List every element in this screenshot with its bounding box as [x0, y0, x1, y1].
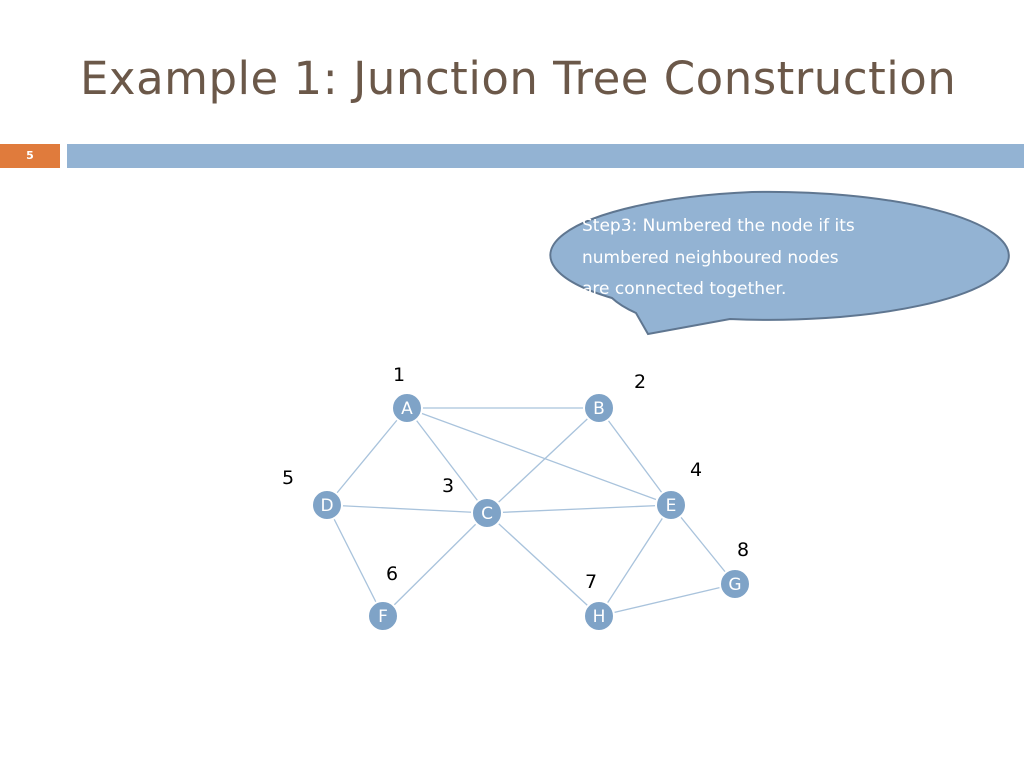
- node-label: H: [593, 607, 606, 627]
- edge-e-h: [598, 504, 672, 617]
- node-circle: [391, 392, 423, 424]
- order-label-h: 7: [585, 571, 597, 593]
- node-e: E: [655, 489, 687, 521]
- slide-title: Example 1: Junction Tree Construction: [80, 52, 957, 105]
- edge-b-e: [598, 407, 672, 506]
- order-label-g: 8: [737, 539, 749, 561]
- edge-c-h: [486, 512, 600, 617]
- node-circle: [471, 497, 503, 529]
- node-g: G: [719, 568, 751, 600]
- edge-a-d: [326, 407, 408, 506]
- order-label-d: 5: [282, 467, 294, 489]
- edge-c-f: [382, 512, 488, 617]
- edge-b-c: [486, 407, 600, 514]
- order-label-e: 4: [690, 459, 702, 481]
- node-label: C: [481, 504, 493, 524]
- node-f: F: [367, 600, 399, 632]
- node-circle: [583, 600, 615, 632]
- order-label-c: 3: [442, 475, 454, 497]
- order-label-a: 1: [393, 364, 405, 386]
- node-label: G: [728, 575, 741, 595]
- node-label: B: [593, 399, 605, 419]
- node-label: F: [378, 607, 388, 627]
- node-circle: [367, 600, 399, 632]
- callout-text: Step3: Numbered the node if its numbered…: [582, 211, 922, 306]
- graph-edges: [326, 407, 736, 617]
- edge-h-g: [598, 583, 736, 617]
- node-a: A: [391, 392, 423, 424]
- order-label-b: 2: [634, 371, 646, 393]
- callout-bubble: [549, 190, 1010, 336]
- order-labels: 1 2 3 4 5 6 7 8: [282, 364, 749, 593]
- node-circle: [655, 489, 687, 521]
- node-d: D: [311, 489, 343, 521]
- edge-a-e: [406, 407, 672, 506]
- edge-a-c: [406, 407, 488, 514]
- callout-line: Step3: Numbered the node if its: [582, 216, 855, 236]
- graph-nodes: A B C E D F H G: [311, 392, 751, 632]
- node-b: B: [583, 392, 615, 424]
- edge-d-f: [326, 504, 384, 617]
- node-c: C: [471, 497, 503, 529]
- node-circle: [719, 568, 751, 600]
- node-label: A: [401, 399, 413, 419]
- node-circle: [311, 489, 343, 521]
- callout-line: are connected together.: [582, 279, 787, 299]
- edge-d-c: [326, 504, 488, 514]
- node-label: D: [320, 496, 333, 516]
- callout-line: numbered neighboured nodes: [582, 247, 839, 268]
- edge-e-g: [670, 504, 736, 585]
- node-h: H: [583, 600, 615, 632]
- slide-number: 5: [0, 144, 60, 168]
- order-label-f: 6: [386, 563, 398, 585]
- title-rule: [67, 144, 1024, 168]
- node-circle: [583, 392, 615, 424]
- edge-c-e: [486, 504, 672, 514]
- node-label: E: [666, 496, 677, 516]
